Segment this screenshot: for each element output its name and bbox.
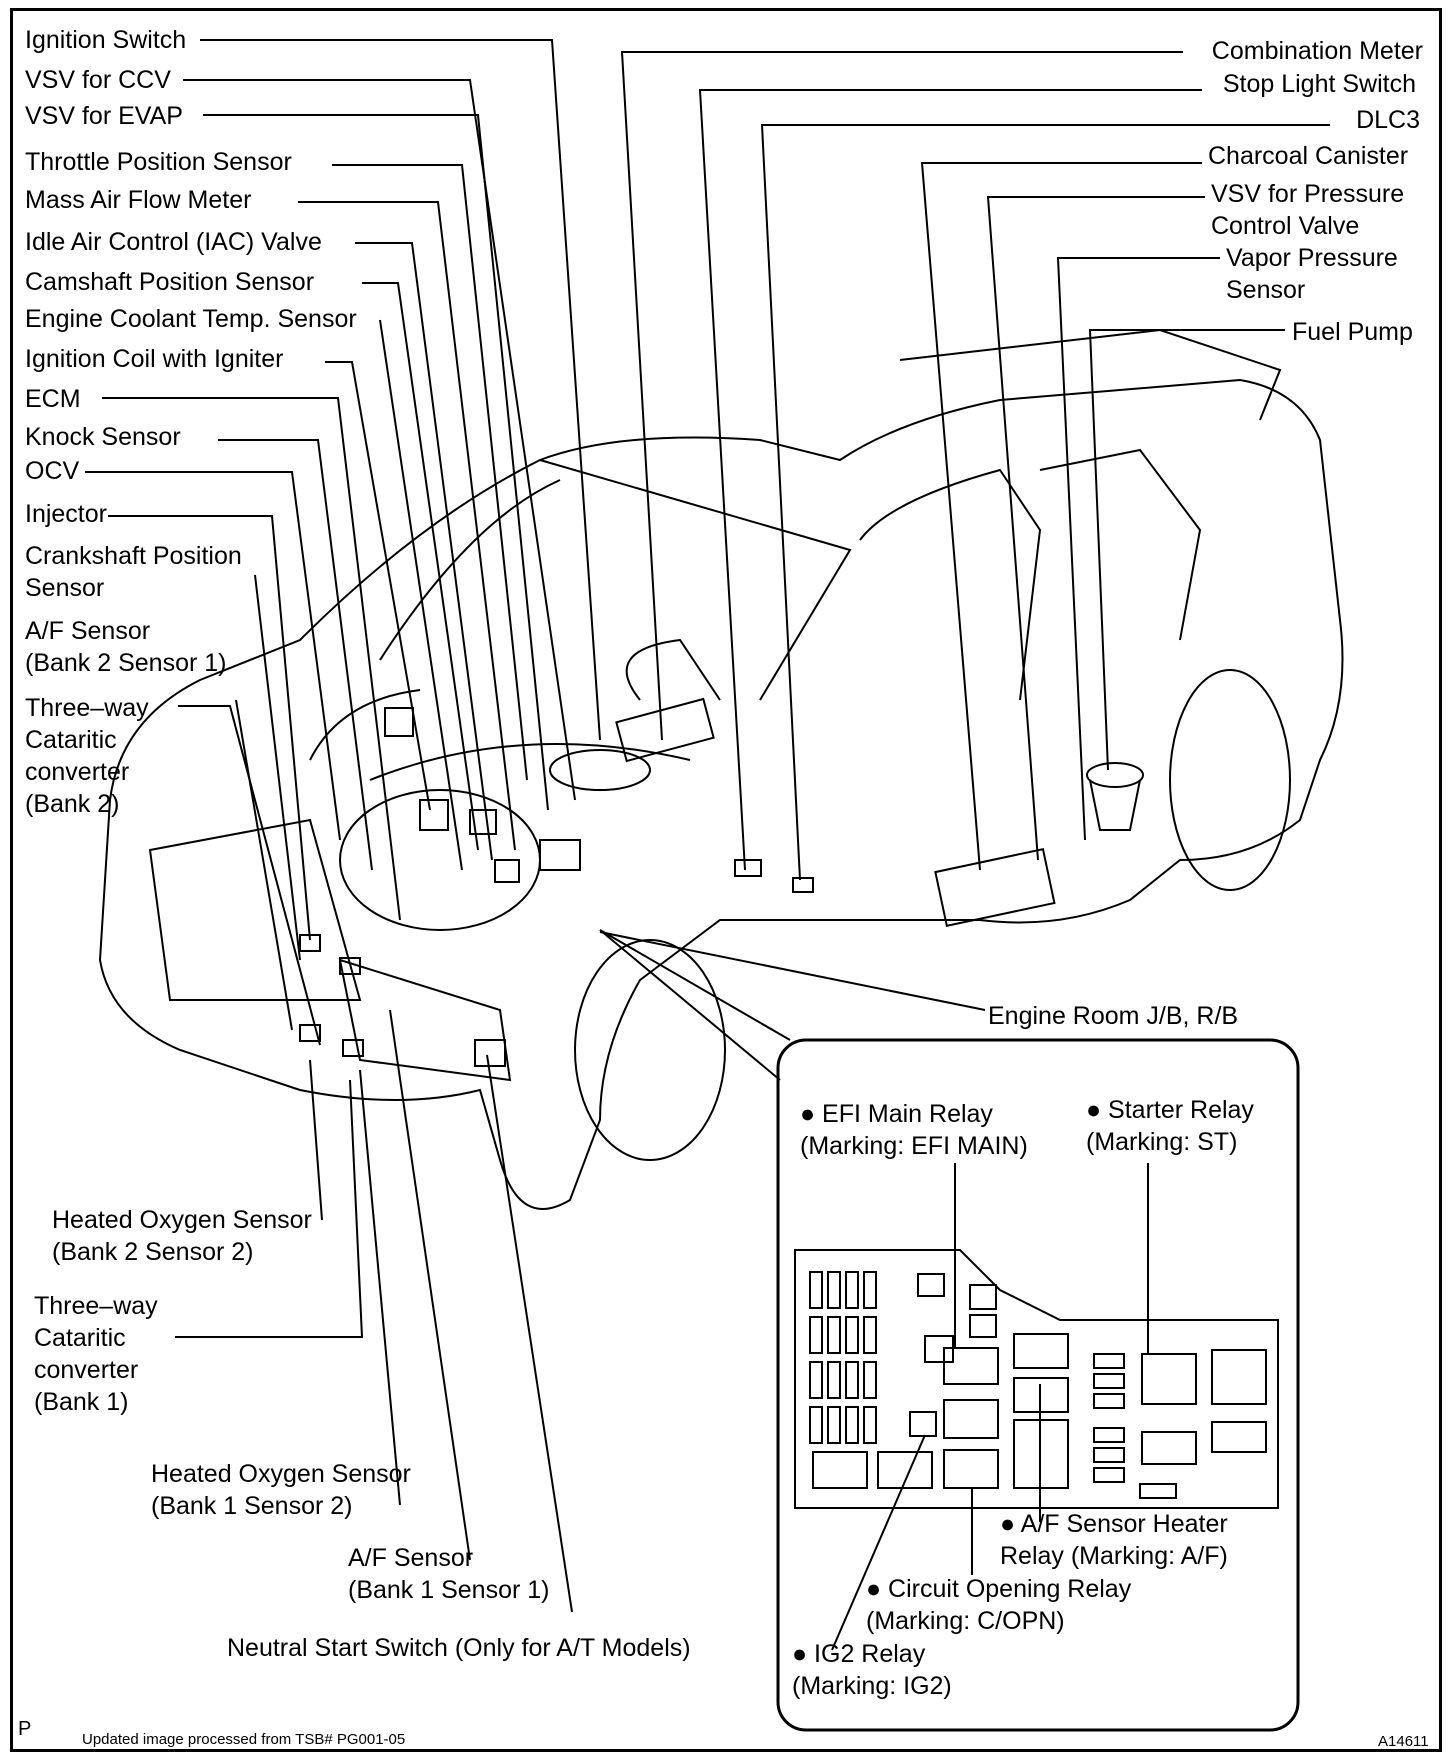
label-engine-room-jb: Engine Room J/B, R/B bbox=[988, 1002, 1239, 1030]
label-knock-sensor: Knock Sensor bbox=[25, 423, 181, 451]
label-combination-meter: Combination Meter bbox=[1211, 37, 1423, 65]
figure-id: A14611 bbox=[1378, 1733, 1429, 1750]
label-vapor-pressure-sensor: Vapor Pressure Sensor bbox=[1226, 244, 1398, 304]
label-throttle-position-sensor: Throttle Position Sensor bbox=[25, 148, 292, 176]
diagram-frame bbox=[10, 8, 1442, 1752]
label-camshaft-position-sensor: Camshaft Position Sensor bbox=[25, 268, 315, 296]
label-three-way-bank1: Three–way Cataritic converter (Bank 1) bbox=[34, 1292, 158, 1416]
source-note: Updated image processed from TSB# PG001-… bbox=[82, 1731, 406, 1748]
label-ho2s-bank2: Heated Oxygen Sensor (Bank 2 Sensor 2) bbox=[52, 1206, 312, 1266]
label-af-sensor-bank2: A/F Sensor (Bank 2 Sensor 1) bbox=[25, 617, 227, 677]
label-iac-valve: Idle Air Control (IAC) Valve bbox=[25, 228, 322, 256]
label-stop-light-switch: Stop Light Switch bbox=[1222, 70, 1416, 98]
relay-starter: ● Starter Relay (Marking: ST) bbox=[1086, 1096, 1254, 1156]
label-vsv-ccv: VSV for CCV bbox=[25, 66, 171, 94]
label-dlc3: DLC3 bbox=[1356, 106, 1420, 134]
label-neutral-start-switch: Neutral Start Switch (Only for A/T Model… bbox=[227, 1634, 691, 1662]
label-ignition-coil: Ignition Coil with Igniter bbox=[25, 345, 284, 373]
relay-af-heater: ● A/F Sensor Heater Relay (Marking: A/F) bbox=[1000, 1510, 1228, 1570]
label-crankshaft-position-sensor: Crankshaft Position Sensor bbox=[25, 542, 242, 602]
label-injector: Injector bbox=[25, 500, 107, 528]
label-ecm: ECM bbox=[25, 385, 81, 413]
label-ho2s-bank1: Heated Oxygen Sensor (Bank 1 Sensor 2) bbox=[151, 1460, 411, 1520]
relay-ig2: ● IG2 Relay (Marking: IG2) bbox=[792, 1640, 952, 1700]
label-ignition-switch: Ignition Switch bbox=[25, 26, 187, 54]
label-three-way-bank2: Three–way Cataritic converter (Bank 2) bbox=[25, 694, 149, 818]
label-vsv-evap: VSV for EVAP bbox=[25, 102, 183, 130]
label-engine-coolant-temp-sensor: Engine Coolant Temp. Sensor bbox=[25, 305, 357, 333]
label-fuel-pump: Fuel Pump bbox=[1292, 318, 1413, 346]
relay-efi-main: ● EFI Main Relay (Marking: EFI MAIN) bbox=[800, 1100, 1028, 1160]
corner-mark: P bbox=[18, 1718, 32, 1740]
label-ocv: OCV bbox=[25, 457, 80, 485]
label-af-sensor-bank1: A/F Sensor (Bank 1 Sensor 1) bbox=[348, 1544, 550, 1604]
label-charcoal-canister: Charcoal Canister bbox=[1208, 142, 1409, 170]
label-vsv-pressure: VSV for Pressure Control Valve bbox=[1211, 180, 1405, 240]
label-mass-air-flow-meter: Mass Air Flow Meter bbox=[25, 186, 252, 214]
relay-circuit-opening: ● Circuit Opening Relay (Marking: C/OPN) bbox=[866, 1575, 1132, 1635]
